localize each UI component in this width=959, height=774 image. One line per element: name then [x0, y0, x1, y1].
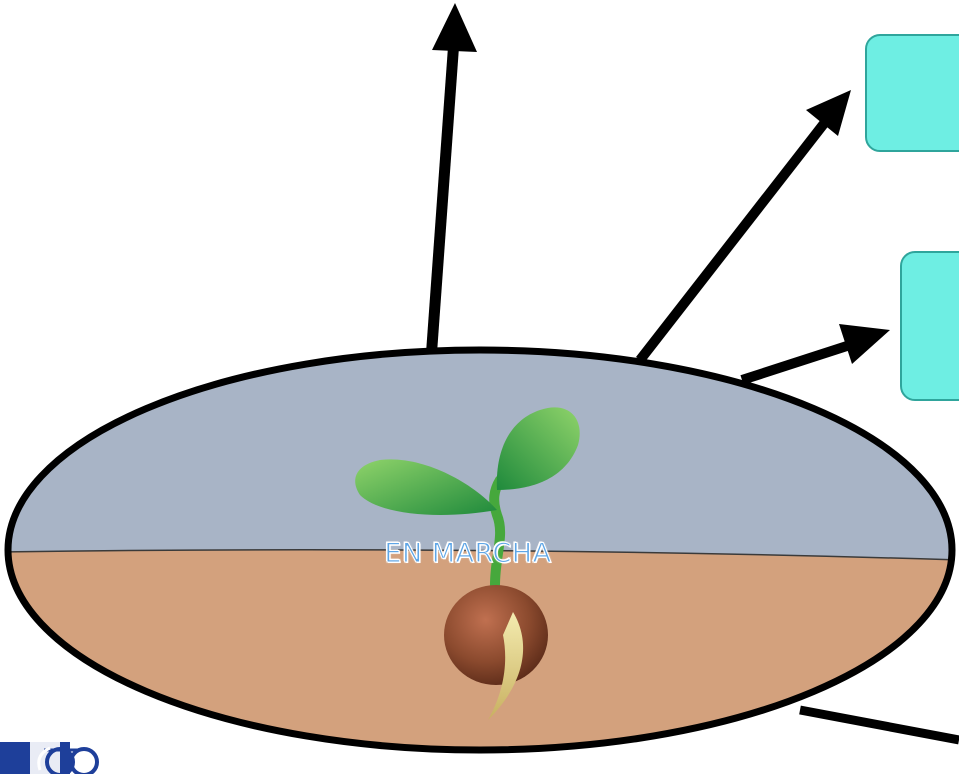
arrow-up [431, 3, 477, 360]
center-label: EN MARCHA [318, 538, 618, 569]
box-1 [866, 35, 959, 151]
seed [444, 585, 548, 685]
box-2 [901, 252, 959, 400]
logo-icon [0, 742, 97, 774]
arrow-to-box-2 [742, 324, 890, 380]
arrow-bottom-right [800, 710, 959, 740]
arrow-to-box-1 [640, 90, 851, 360]
